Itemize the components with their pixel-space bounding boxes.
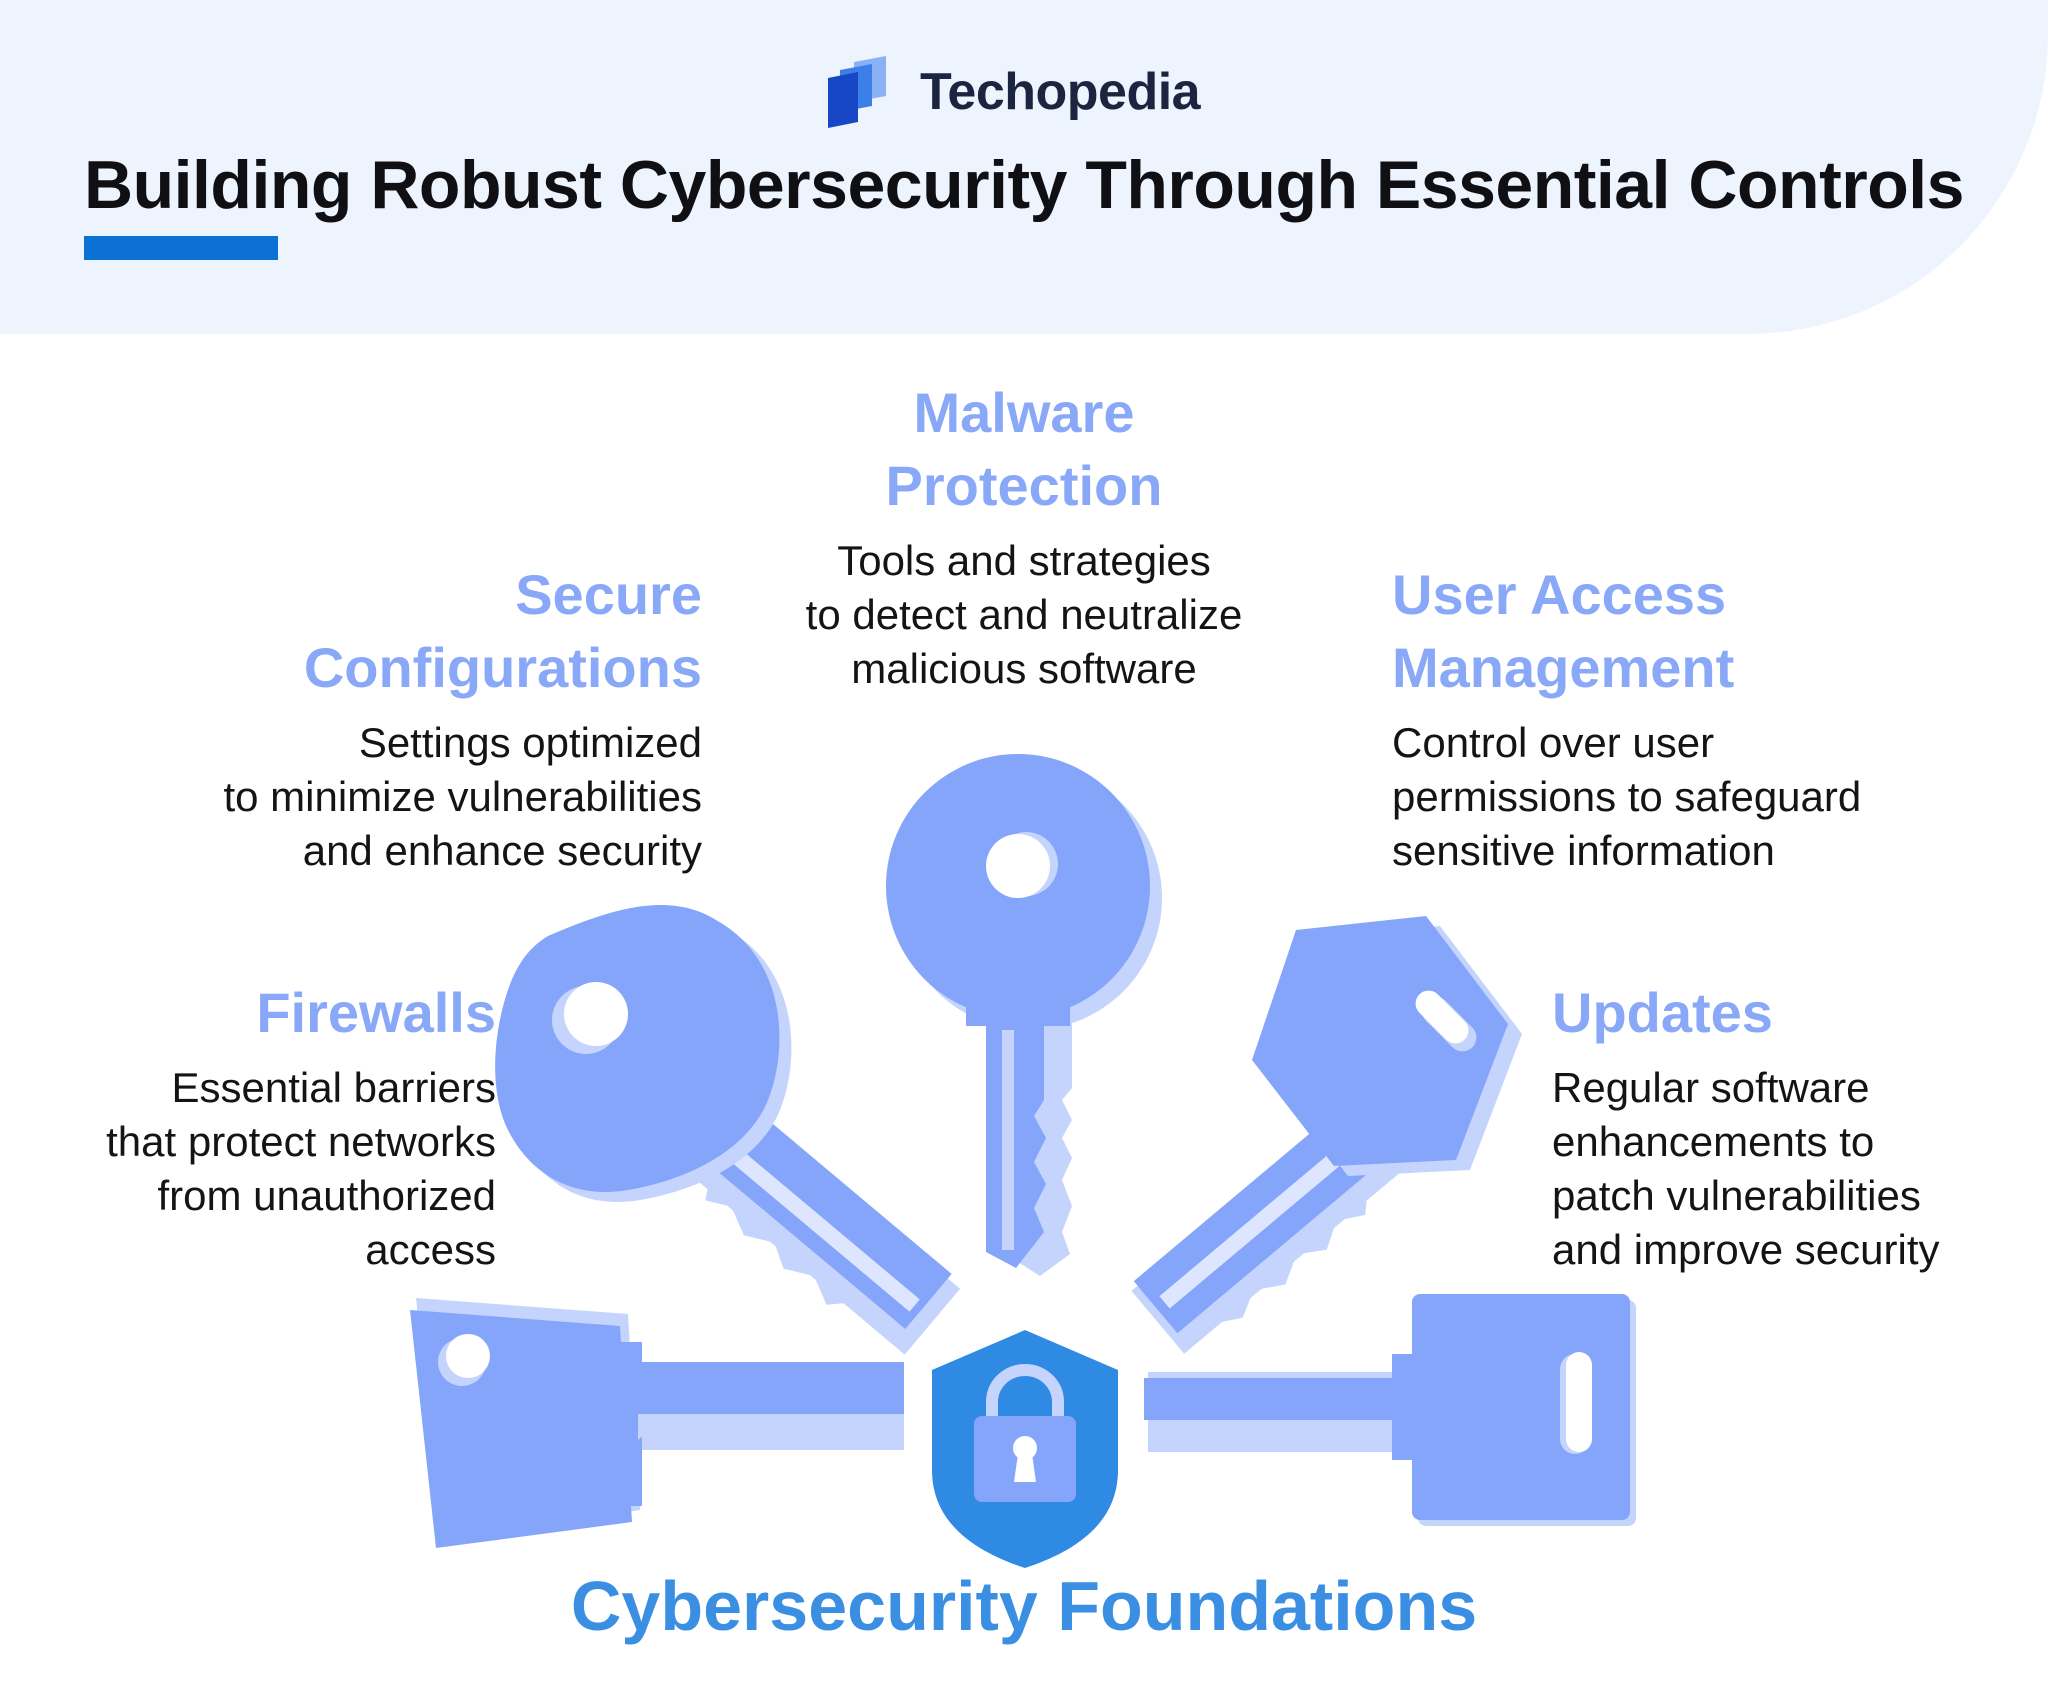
item-malware-protection: Malware Protection Tools and strategies …: [724, 376, 1324, 696]
header-background: [0, 0, 2048, 334]
secure-configurations-description: Settings optimized to minimize vulnerabi…: [223, 719, 702, 874]
footer-title: Cybersecurity Foundations: [570, 1567, 1478, 1645]
tag-key-icon: [410, 1298, 904, 1548]
item-firewalls: Firewalls Essential barriers that protec…: [20, 976, 496, 1277]
updates-description: Regular software enhancements to patch v…: [1552, 1064, 1940, 1273]
secure-configurations-title: Secure Configurations: [303, 563, 702, 699]
item-secure-configurations: Secure Configurations Settings optimized…: [120, 558, 702, 878]
blob-key-icon: [495, 904, 961, 1355]
title-underline: [84, 236, 278, 260]
firewalls-title: Firewalls: [256, 981, 496, 1044]
malware-protection-description: Tools and strategies to detect and neutr…: [805, 537, 1243, 692]
square-key-icon: [1144, 1294, 1636, 1526]
item-user-access-management: User Access Management Control over user…: [1392, 558, 2012, 878]
round-key-icon: [886, 754, 1162, 1276]
shield-padlock-icon: [932, 1330, 1118, 1568]
hexagon-key-icon: [1131, 916, 1522, 1354]
brand-name: Techopedia: [920, 63, 1201, 121]
user-access-management-title: User Access Management: [1392, 563, 1735, 699]
updates-title: Updates: [1552, 981, 1773, 1044]
page-title: Building Robust Cybersecurity Through Es…: [84, 147, 1964, 223]
item-updates: Updates Regular software enhancements to…: [1552, 976, 2032, 1277]
malware-protection-title: Malware Protection: [885, 381, 1163, 517]
firewalls-description: Essential barriers that protect networks…: [106, 1064, 496, 1273]
user-access-management-description: Control over user permissions to safegua…: [1392, 719, 1862, 874]
techopedia-logo-icon: [828, 56, 886, 128]
brand-logo: Techopedia: [826, 56, 1201, 128]
